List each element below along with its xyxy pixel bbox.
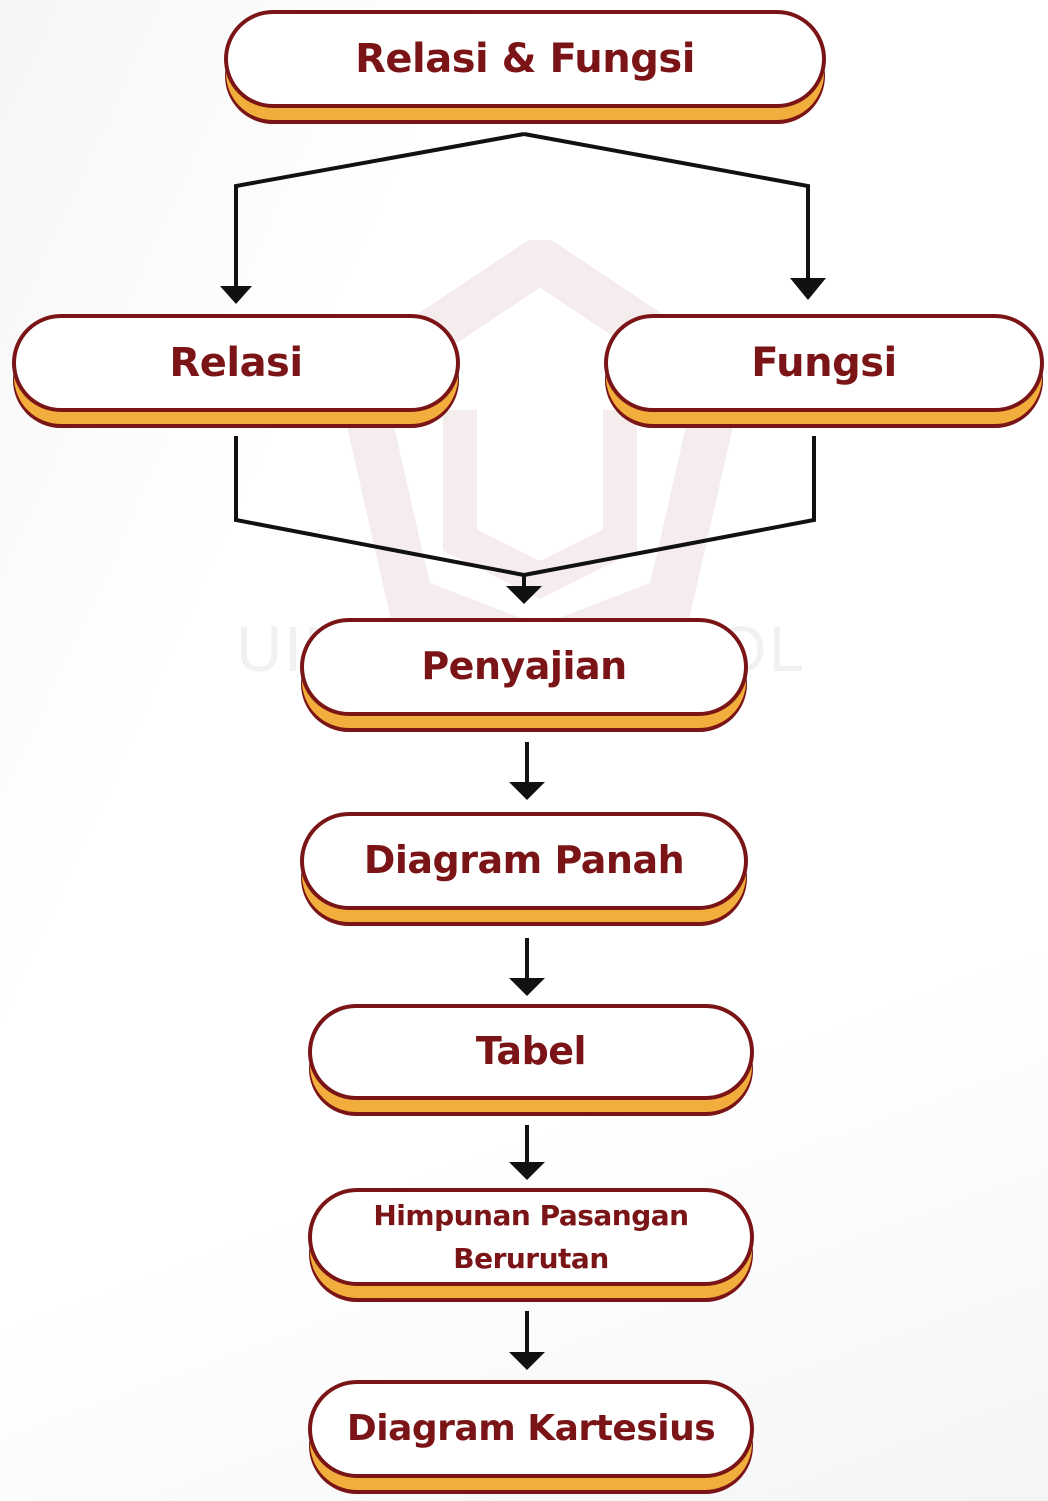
node-diagram-panah: Diagram Panah <box>300 812 748 910</box>
node-label: Diagram Panah <box>363 838 685 883</box>
node-label: Tabel <box>475 1029 587 1074</box>
node-label: Relasi <box>169 340 303 386</box>
node-diagram-kartesius: Diagram Kartesius <box>308 1380 754 1478</box>
node-penyajian: Penyajian <box>300 618 748 716</box>
node-himpunan-pasangan-berurutan: Himpunan Pasangan Berurutan <box>308 1188 754 1286</box>
node-relasi-fungsi: Relasi & Fungsi <box>224 10 826 108</box>
node-label: Fungsi <box>751 340 897 386</box>
node-fungsi: Fungsi <box>604 314 1044 412</box>
watermark-logo <box>334 232 746 675</box>
node-label: Diagram Kartesius <box>346 1408 716 1450</box>
node-tabel: Tabel <box>308 1004 754 1100</box>
node-label: Himpunan Pasangan Berurutan <box>373 1198 689 1275</box>
node-label: Relasi & Fungsi <box>355 36 695 82</box>
node-relasi: Relasi <box>12 314 460 412</box>
node-label: Penyajian <box>421 644 627 689</box>
